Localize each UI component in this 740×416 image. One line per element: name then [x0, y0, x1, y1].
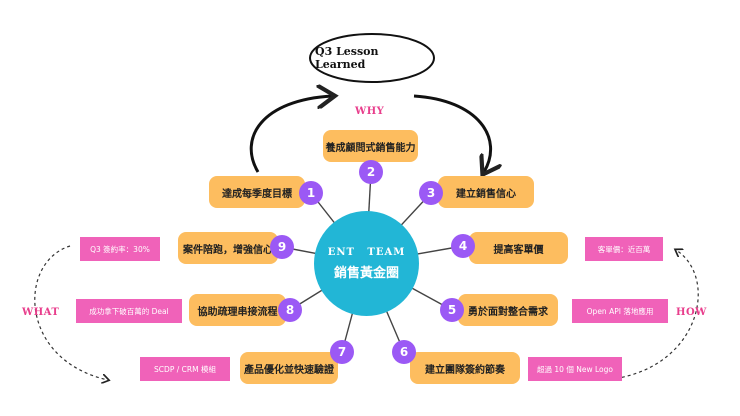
label-how: HOW [676, 307, 707, 318]
item-1-number: 1 [299, 181, 323, 205]
tag-item-5: Open API 落地應用 [572, 299, 668, 323]
tag-item-4: 客單價：近百萬 [585, 237, 663, 261]
item-7-pill: 產品優化並快速驗證 [240, 352, 338, 384]
item-3-pill: 建立銷售信心 [438, 176, 534, 208]
item-3-number: 3 [419, 181, 443, 205]
item-8-pill: 協助疏理串接流程 [189, 294, 286, 326]
item-9-pill: 案件陪跑，增強信心 [178, 232, 278, 264]
label-what: WHAT [22, 307, 60, 318]
item-1-pill: 達成每季度目標 [209, 176, 305, 208]
tag-item-8: 成功拿下破百萬的 Deal [76, 299, 182, 323]
arrow-left-dashed [34, 245, 108, 380]
center-circle: ENT TEAM 銷售黃金圈 [314, 211, 419, 316]
item-9-number: 9 [270, 235, 294, 259]
item-2-pill: 養成顧問式銷售能力 [323, 130, 418, 162]
arrow-top-right [413, 94, 491, 172]
diagram-title: Q3 Lesson Learned [315, 45, 379, 71]
tag-item-6: 超過 10 個 New Logo [528, 357, 622, 381]
label-why: WHY [355, 106, 385, 117]
item-2-number: 2 [359, 160, 383, 184]
item-6-pill: 建立團隊簽約節奏 [410, 352, 520, 384]
tag-item-9: Q3 簽約率：30% [80, 237, 160, 261]
center-title: 銷售黃金圈 [333, 265, 399, 281]
title-bubble-outline [309, 33, 435, 83]
arrow-top-left [249, 96, 332, 173]
item-5-number: 5 [440, 298, 464, 322]
item-8-number: 8 [278, 298, 302, 322]
item-5-pill: 勇於面對整合需求 [458, 294, 558, 326]
item-7-number: 7 [330, 340, 354, 364]
tag-item-7: SCDP / CRM 模組 [140, 357, 230, 381]
item-6-number: 6 [392, 340, 416, 364]
item-4-pill: 提高客單價 [469, 232, 568, 264]
center-team-label: ENT TEAM [327, 246, 406, 258]
item-4-number: 4 [451, 234, 475, 258]
